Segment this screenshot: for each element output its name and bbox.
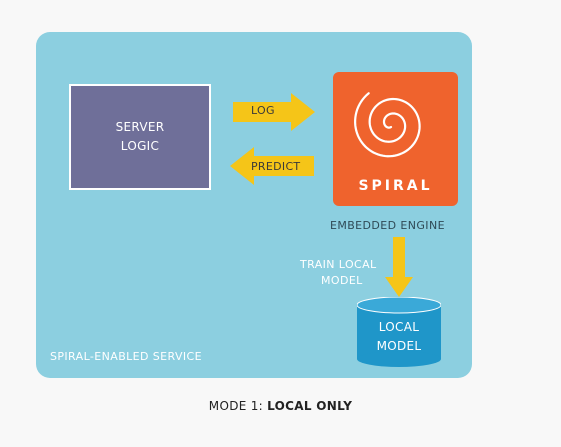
train-local-label-line1: TRAIN LOCAL [300,258,377,271]
caption-emphasis: LOCAL ONLY [267,399,353,413]
server-logic-line2: LOGIC [120,139,160,153]
local-model-line2: MODEL [376,339,422,353]
local-model-label: LOCAL MODEL [357,318,441,356]
local-model-database-icon [357,297,441,367]
log-arrow [233,93,315,131]
server-logic-box: SERVER LOGIC [69,84,211,190]
caption-prefix: MODE 1: [208,399,264,413]
log-label: LOG [251,104,275,117]
spiral-icon [354,92,421,158]
spiral-label: SPIRAL [358,178,433,194]
predict-arrow [230,147,314,185]
service-label: SPIRAL-ENABLED SERVICE [50,350,202,363]
train-local-label-line2: MODEL [321,274,363,287]
train-arrow [385,237,413,297]
mode-caption: MODE 1: LOCAL ONLY [0,399,561,413]
server-logic-line1: SERVER [115,120,165,134]
local-model-line1: LOCAL [378,320,420,334]
spiral-engine-box: SPIRAL [333,72,458,206]
embedded-engine-label: EMBEDDED ENGINE [330,219,445,232]
predict-label: PREDICT [251,160,301,173]
